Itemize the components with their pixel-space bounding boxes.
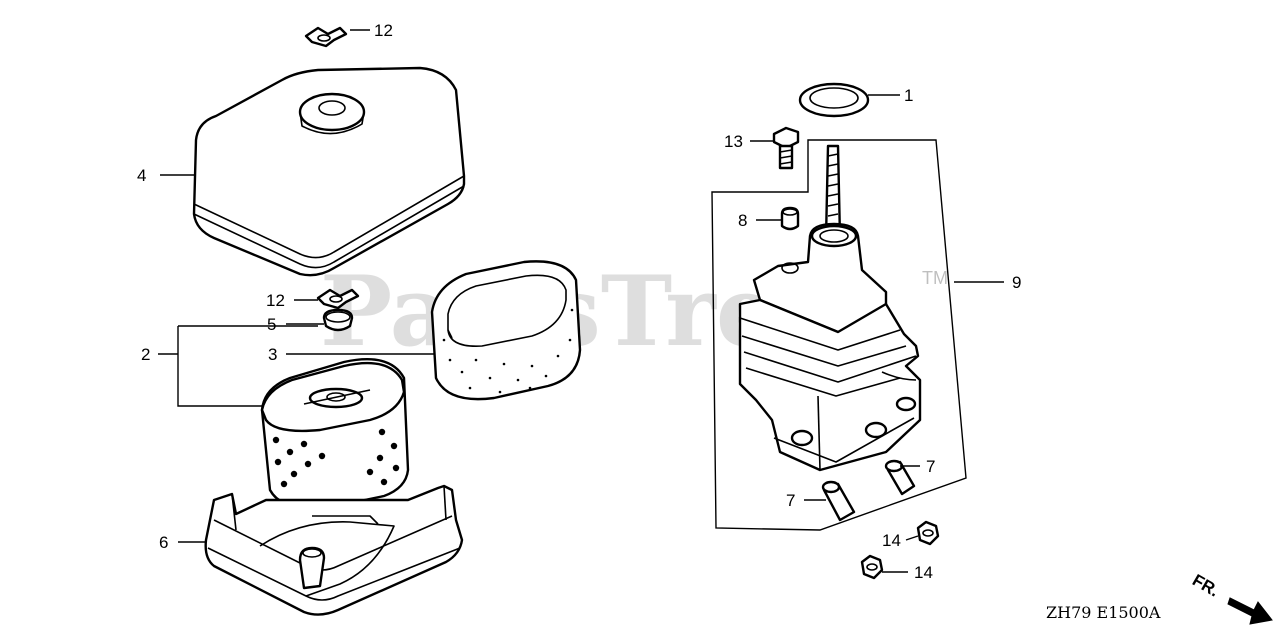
grommet[interactable] — [322, 308, 354, 332]
watermark-trademark: TM — [922, 268, 948, 288]
callout-7-right[interactable]: 7 — [926, 457, 935, 476]
callout-1[interactable]: 1 — [904, 86, 913, 105]
callout-4[interactable]: 4 — [137, 166, 146, 185]
callout-2[interactable]: 2 — [141, 345, 150, 364]
callout-14-lower[interactable]: 14 — [914, 563, 933, 582]
leader-lines — [158, 29, 1004, 573]
wing-nut-top[interactable] — [304, 26, 348, 48]
air-cleaner-cover[interactable] — [192, 66, 466, 277]
element-perforations — [272, 428, 400, 488]
collar[interactable] — [780, 206, 800, 231]
air-cleaner-elbow[interactable] — [738, 144, 922, 472]
callout-14-upper[interactable]: 14 — [882, 531, 901, 550]
foam-element[interactable] — [430, 260, 582, 401]
front-arrow-icon — [1227, 597, 1273, 625]
flange-nut-lower[interactable] — [860, 554, 884, 580]
diagram-code: ZH79 E1500A — [1046, 603, 1161, 622]
callout-8[interactable]: 8 — [738, 211, 747, 230]
callout-12-lower[interactable]: 12 — [266, 291, 285, 310]
air-cleaner-base[interactable] — [204, 484, 464, 616]
breather-tube-left[interactable] — [821, 480, 856, 522]
callout-3[interactable]: 3 — [268, 345, 277, 364]
callout-12-top[interactable]: 12 — [374, 21, 393, 40]
assembly-bracket-9 — [711, 139, 967, 531]
gasket[interactable] — [798, 82, 870, 118]
callout-13[interactable]: 13 — [724, 132, 743, 151]
foam-texture — [442, 308, 574, 394]
wing-nut-lower[interactable] — [316, 288, 360, 310]
callout-9[interactable]: 9 — [1012, 273, 1021, 292]
front-direction-label: FR. — [1189, 570, 1222, 600]
callout-6[interactable]: 6 — [159, 533, 168, 552]
paper-element[interactable] — [260, 358, 410, 510]
callout-5[interactable]: 5 — [267, 315, 276, 334]
flange-nut-upper[interactable] — [916, 520, 940, 546]
callout-7-left[interactable]: 7 — [786, 491, 795, 510]
assembly-bracket-2 — [177, 325, 318, 407]
flange-bolt[interactable] — [772, 126, 800, 170]
front-direction-indicator: FR. — [1189, 570, 1273, 625]
